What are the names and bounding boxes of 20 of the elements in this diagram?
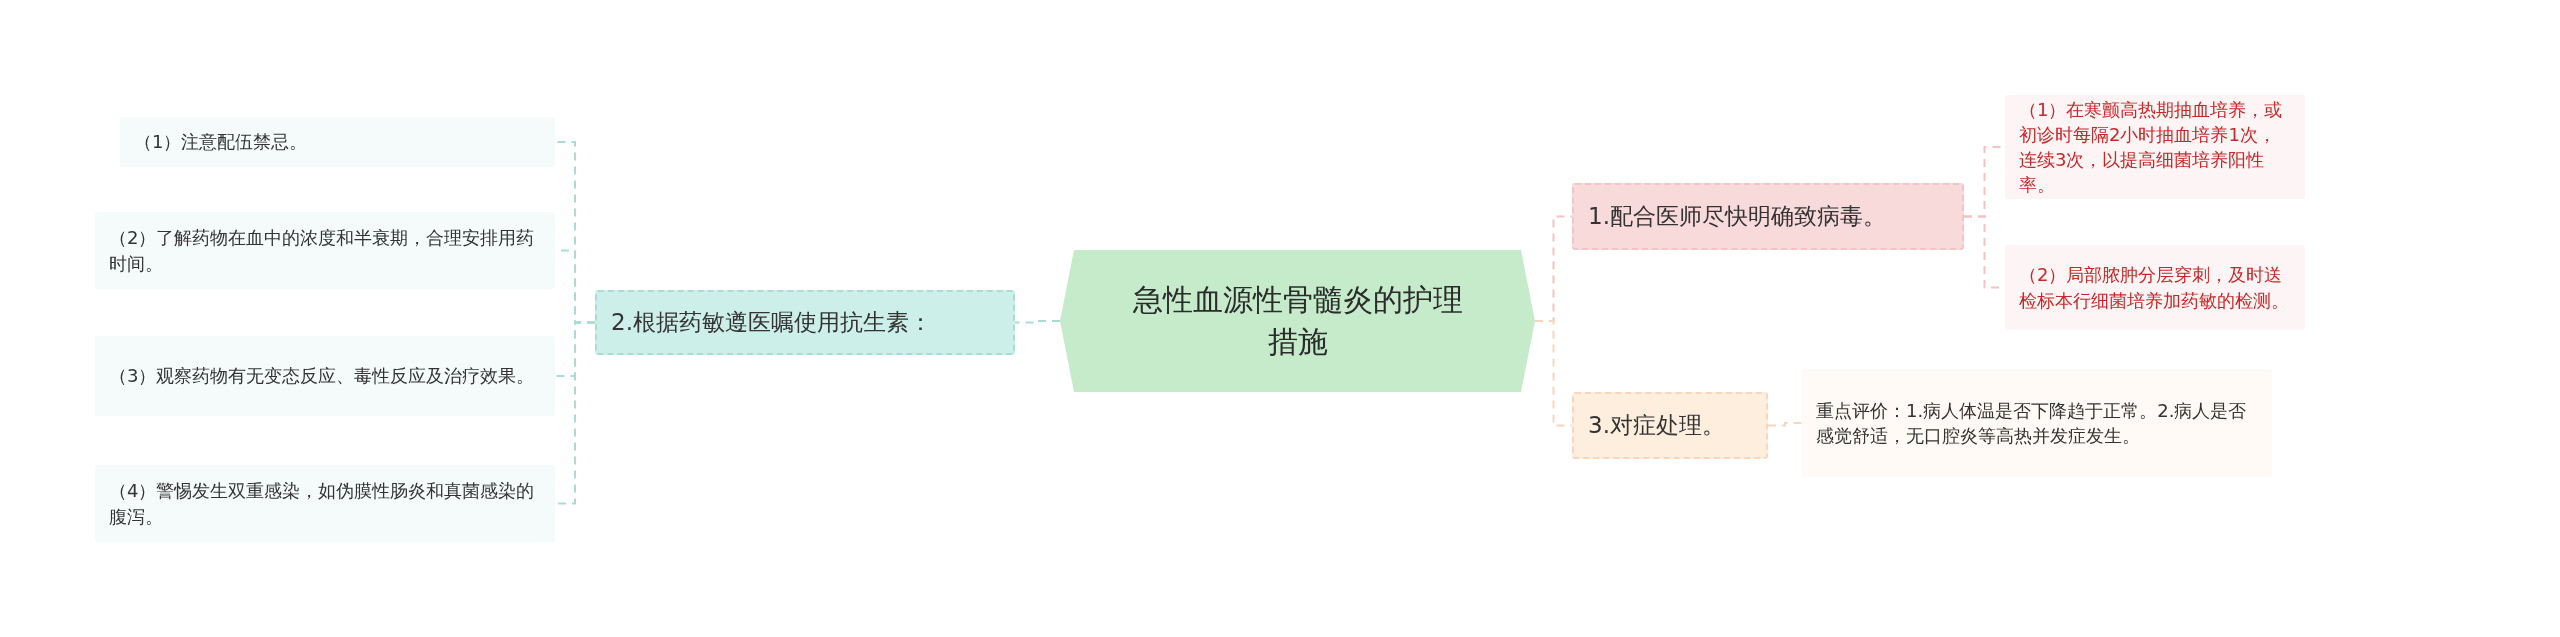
connector-line [1014, 320, 1061, 324]
branch-box [1572, 183, 1964, 250]
node-text: （2）了解药物在血中的浓度和半衰期，合理安排用药时间。 [109, 226, 536, 276]
node-text: 2.根据药敏遵医嘱使用抗生素： [611, 308, 932, 338]
topic-title: 急性血源性骨髓炎的护理措施 [1131, 281, 1464, 361]
branch-box [1572, 392, 1768, 459]
central-hexagon [1060, 250, 1535, 392]
branch-box [595, 290, 1015, 355]
node-text: （4）警惕发生双重感染，如伪膜性肠炎和真菌感染的腹泻。 [109, 479, 536, 529]
note-card [1802, 369, 2272, 477]
node-text: （2）局部脓肿分层穿刺，及时送检标本行细菌培养加药敏的检测。 [2019, 263, 2290, 313]
node-text: （3）观察药物有无变态反应、毒性反应及治疗效果。 [109, 364, 535, 389]
connector-line [1767, 422, 1803, 427]
node-text: 重点评价：1.病人体温是否下降趋于正常。2.病人是否感觉舒适，无口腔炎等高热并发症发生。 [1816, 398, 2248, 448]
connector-line [1534, 320, 1573, 427]
node-text: （1）注意配伍禁忌。 [134, 130, 308, 155]
node-text: 3.对症处理。 [1588, 411, 1725, 441]
note-card [95, 336, 555, 416]
node-text: 1.配合医师尽快明确致病毒。 [1588, 202, 1886, 232]
node-text: （1）在寒颤高热期抽血培养，或初诊时每隔2小时抽血培养1次，连续3次，以提高细菌培养阳性率。 [2019, 97, 2284, 198]
